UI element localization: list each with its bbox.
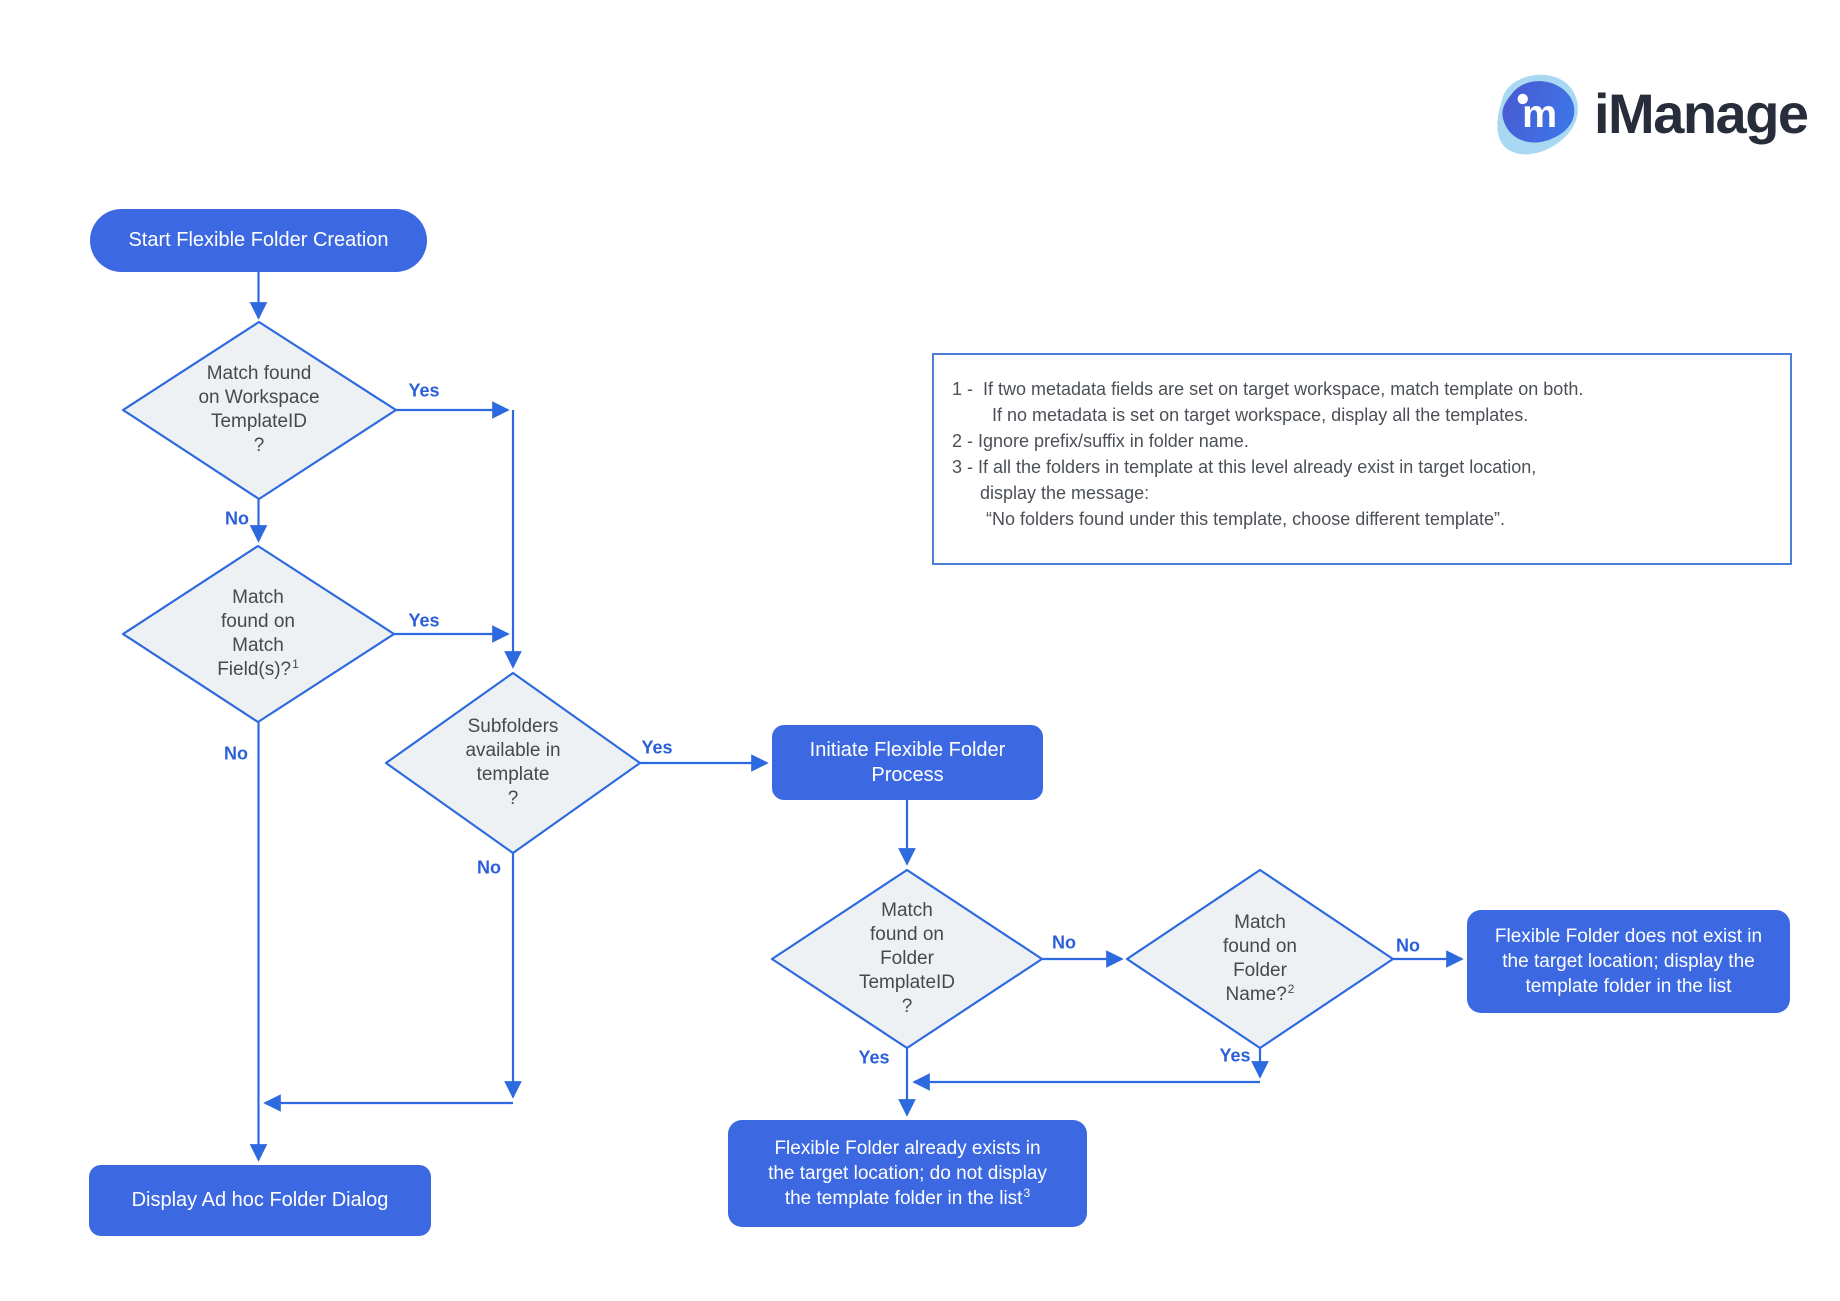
decision-subfolders-label: Subfolders available in template ? (465, 716, 561, 809)
imanage-logo-icon: m (1497, 74, 1578, 155)
start-node-label: Start Flexible Folder Creation (128, 229, 389, 251)
edge-label-folder-name-no: No (1396, 935, 1420, 956)
logo-dot (1517, 93, 1528, 105)
edge-label-matchfields-no: No (224, 743, 248, 764)
logo-m-letter: m (1522, 92, 1557, 136)
footnote-ref-2: 2 (1287, 981, 1295, 996)
edge-label-folder-tid-yes: Yes (858, 1047, 890, 1068)
result-folder-not-exist: Flexible Folder does not exist in the ta… (1467, 910, 1790, 1013)
edge-label-subfolders-yes: Yes (641, 737, 673, 758)
footnote-3-continued: display the message: (980, 483, 1150, 503)
decision-workspace-templateid-label: Match found on Workspace TemplateID ? (198, 363, 320, 456)
footnote-ref-3: 3 (1023, 1185, 1031, 1200)
footnote-3-message: “No folders found under this template, c… (986, 509, 1505, 529)
imanage-wordmark: iManage (1594, 81, 1809, 145)
edge-label-workspace-yes: Yes (408, 380, 440, 401)
footnote-ref-1: 1 (292, 656, 299, 671)
footnote-1: 1 - If two metadata fields are set on ta… (952, 379, 1584, 399)
footnotes-box: 1 - If two metadata fields are set on ta… (932, 353, 1792, 565)
edge-label-workspace-no: No (225, 508, 249, 529)
result-display-adhoc-dialog: Display Ad hoc Folder Dialog (89, 1165, 431, 1236)
edge-label-matchfields-yes: Yes (408, 610, 440, 631)
footnote-3: 3 - If all the folders in template at th… (952, 457, 1537, 477)
edge-label-folder-tid-no: No (1052, 932, 1076, 953)
decision-match-fields-label: Match found on Match Field(s)?1 (217, 587, 299, 680)
result-folder-already-exists: Flexible Folder already exists in the ta… (728, 1120, 1087, 1227)
process-initiate-flexible-folder: Initiate Flexible Folder Process (772, 725, 1043, 800)
edge-label-subfolders-no: No (477, 857, 501, 878)
decision-folder-name-label: Match found on Folder Name?2 (1223, 912, 1297, 1005)
footnote-1-continued: If no metadata is set on target workspac… (992, 405, 1529, 425)
footnote-2: 2 - Ignore prefix/suffix in folder name. (952, 431, 1249, 451)
start-node: Start Flexible Folder Creation (90, 209, 427, 272)
edge-label-folder-name-yes: Yes (1219, 1045, 1251, 1066)
decision-folder-templateid-label: Match found on Folder TemplateID ? (858, 900, 956, 1017)
